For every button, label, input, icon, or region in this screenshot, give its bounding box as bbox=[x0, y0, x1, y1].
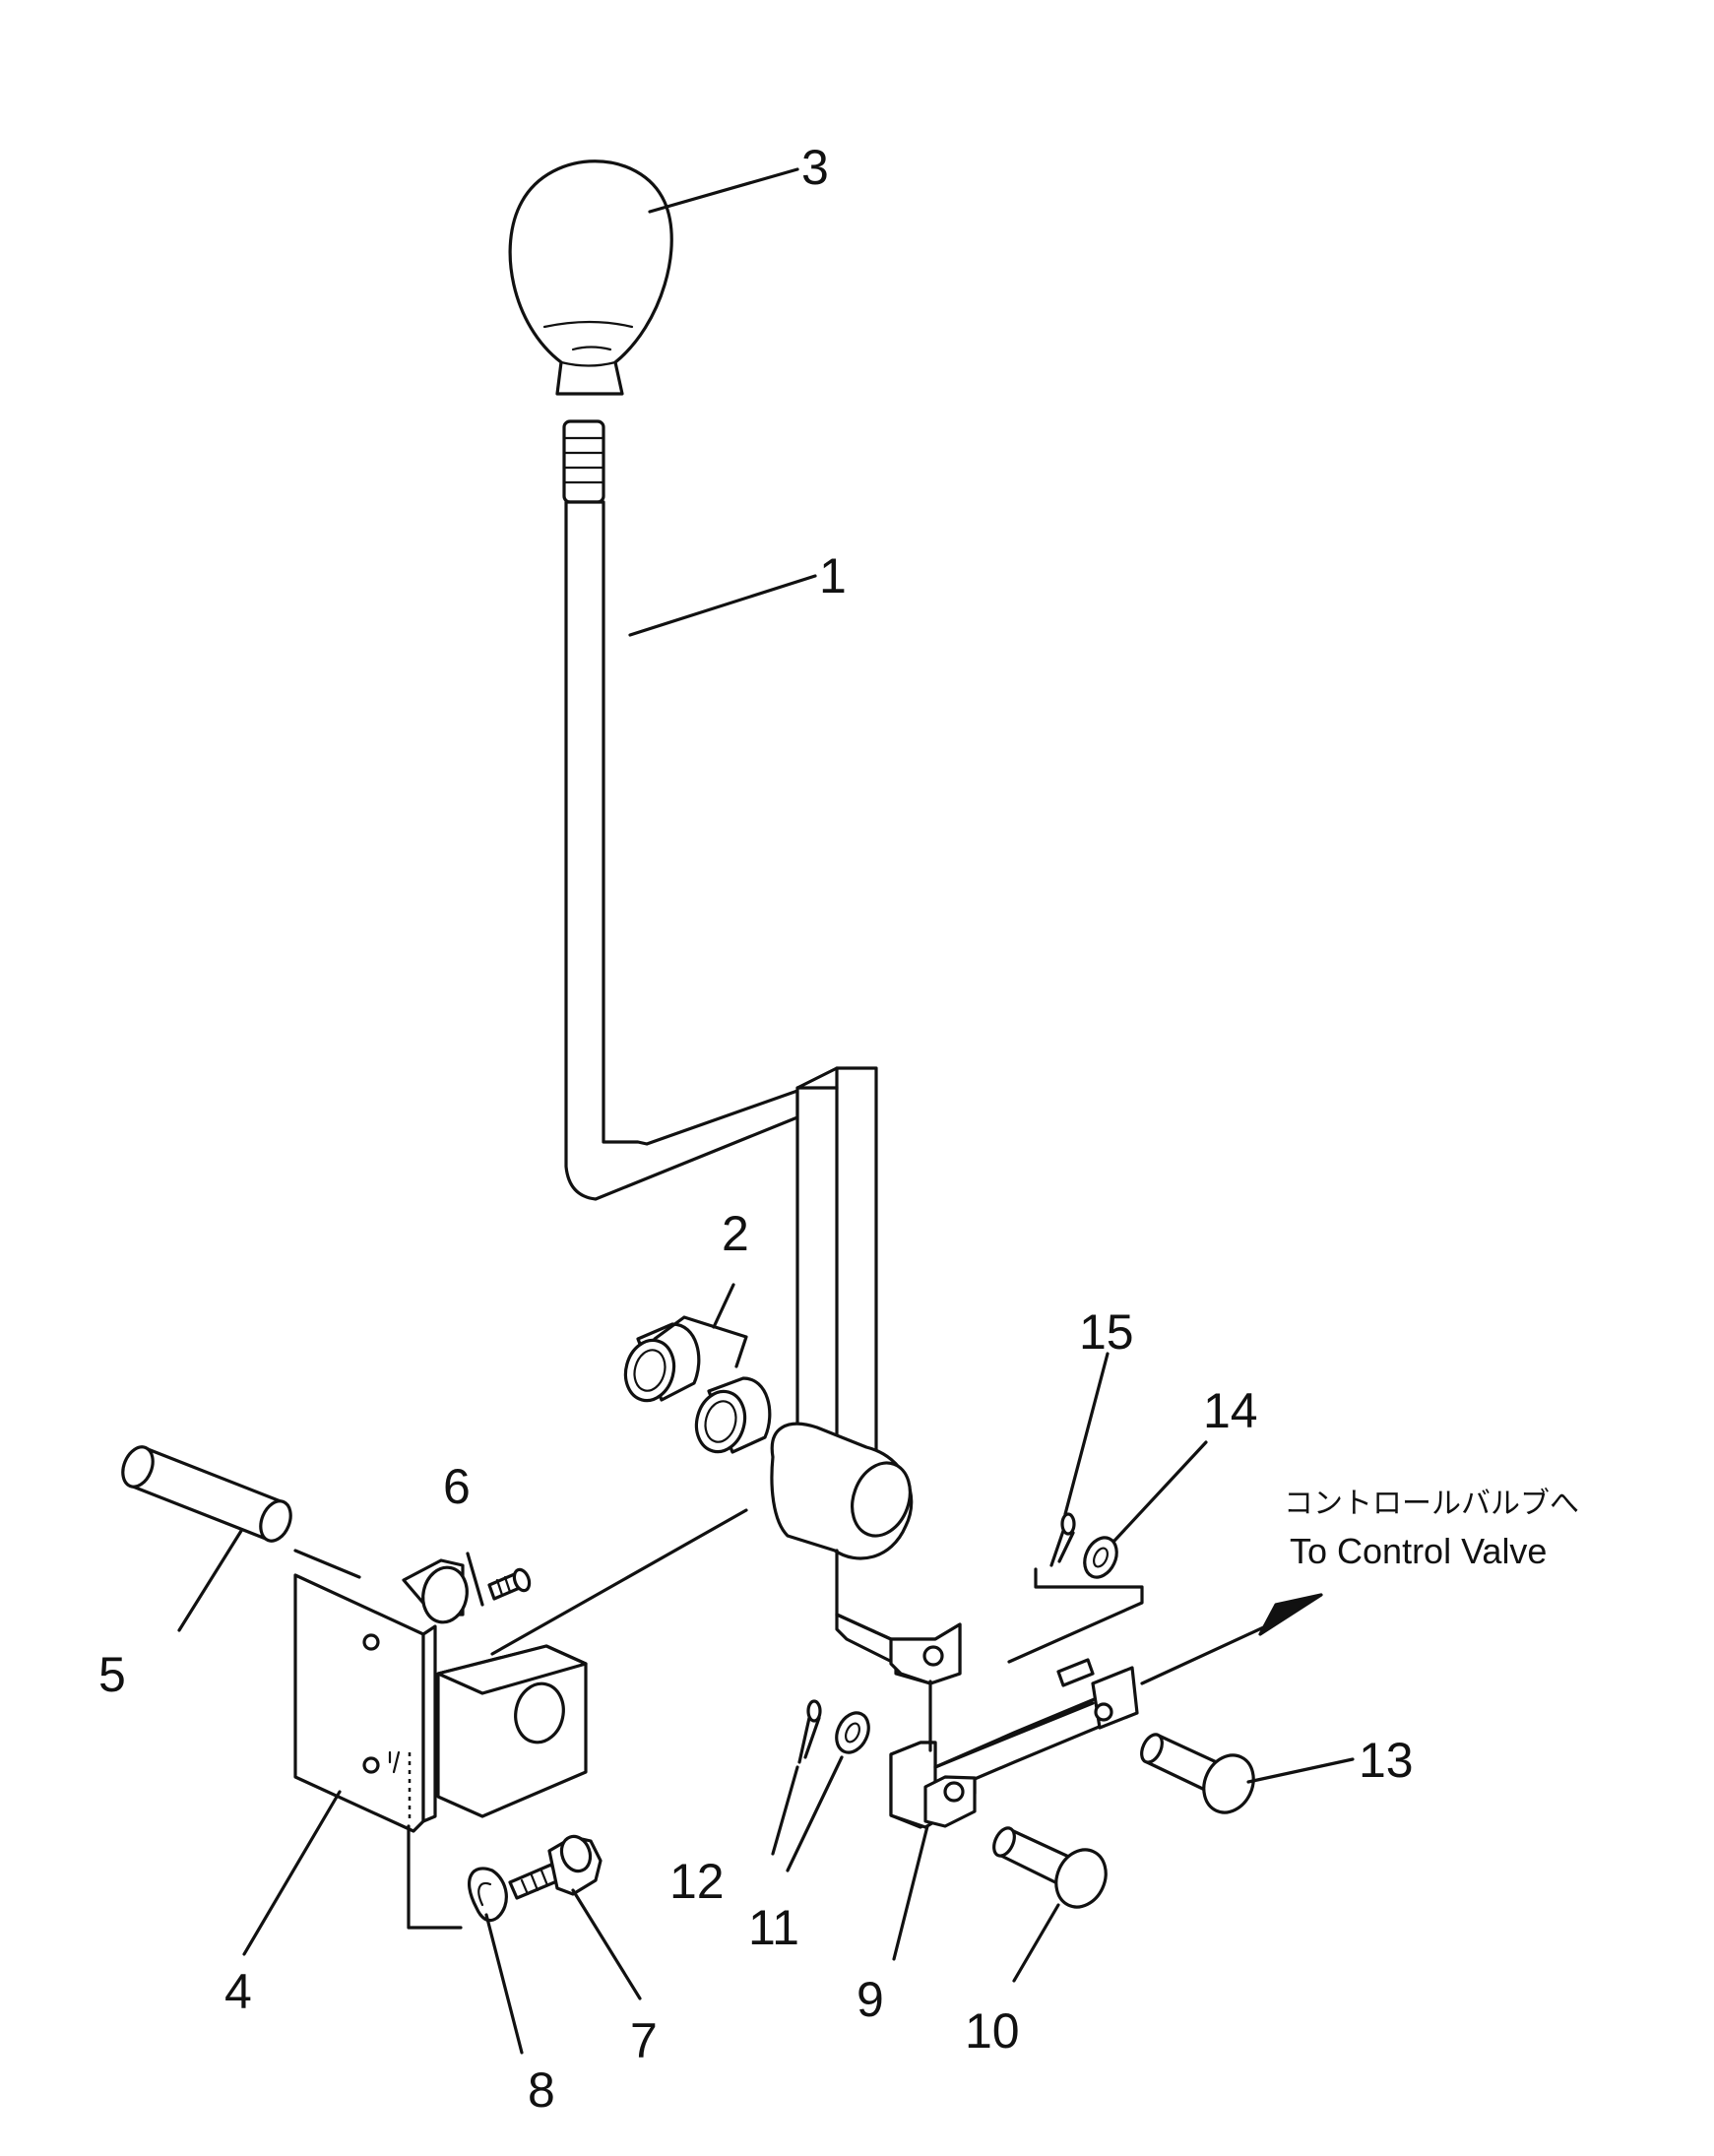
screw-part-6 bbox=[487, 1567, 532, 1601]
label-part-7: 7 bbox=[630, 2013, 658, 2068]
label-part-3: 3 bbox=[801, 140, 829, 195]
washer-part-11 bbox=[835, 1711, 870, 1754]
bushings-part-2 bbox=[623, 1283, 772, 1454]
clevis-pin-part-10 bbox=[992, 1826, 1108, 1909]
label-part-8: 8 bbox=[528, 2062, 555, 2118]
label-part-12: 12 bbox=[669, 1854, 725, 1909]
yoke-part-9 bbox=[889, 1658, 1139, 1829]
label-part-13: 13 bbox=[1359, 1733, 1414, 1788]
label-part-9: 9 bbox=[857, 1972, 884, 2027]
label-part-4: 4 bbox=[224, 1964, 252, 2019]
knob-part-3 bbox=[508, 159, 673, 396]
label-part-1: 1 bbox=[819, 548, 847, 603]
label-part-14: 14 bbox=[1203, 1383, 1258, 1438]
leader-lines bbox=[177, 167, 1355, 2055]
label-part-11: 11 bbox=[748, 1900, 799, 1955]
label-part-15: 15 bbox=[1079, 1304, 1134, 1360]
pin-part-5 bbox=[121, 1445, 292, 1543]
callout-english: To Control Valve bbox=[1290, 1531, 1547, 1571]
clevis-pin-part-13 bbox=[1140, 1733, 1255, 1814]
bracket-part-4 bbox=[293, 1558, 588, 1833]
label-part-10: 10 bbox=[965, 2003, 1020, 2059]
label-part-2: 2 bbox=[722, 1206, 749, 1261]
washer-part-14 bbox=[1083, 1536, 1118, 1579]
lever-rod-part-1 bbox=[562, 419, 962, 1685]
assembly-lines bbox=[293, 1508, 1323, 1930]
cotter-pin-part-12 bbox=[797, 1699, 822, 1764]
part-number-labels: 3 1 2 15 14 6 5 13 12 11 4 9 7 10 8 bbox=[98, 140, 1414, 2118]
label-part-6: 6 bbox=[443, 1459, 471, 1514]
washer-part-8 bbox=[467, 1867, 508, 1923]
cotter-pin-part-15 bbox=[1049, 1512, 1076, 1567]
callout-japanese: コントロールバルブへ bbox=[1284, 1487, 1579, 1521]
label-part-5: 5 bbox=[98, 1647, 126, 1702]
bolt-part-7 bbox=[508, 1834, 603, 1900]
